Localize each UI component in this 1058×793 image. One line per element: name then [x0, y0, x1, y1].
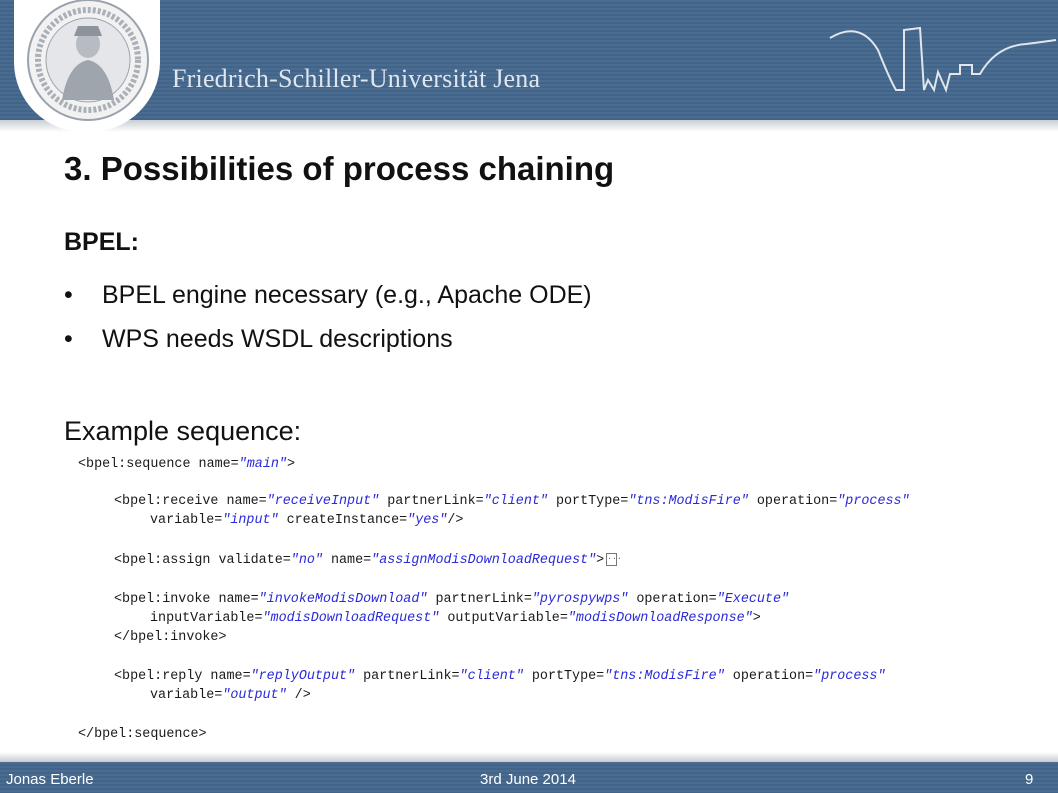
- jena-skyline-icon: [829, 26, 1057, 94]
- code-token: <bpel:invoke name=: [114, 592, 259, 607]
- code-attribute-value: "assignModisDownloadRequest": [371, 553, 597, 569]
- code-token: />: [286, 688, 311, 703]
- code-attribute-value: "replyOutput": [250, 669, 356, 684]
- footer-page-number: 9: [1025, 771, 1034, 788]
- code-token: portType=: [547, 494, 629, 509]
- code-token: portType=: [523, 669, 605, 684]
- bpel-subheading: BPEL:: [64, 228, 139, 256]
- code-token: >: [286, 457, 295, 472]
- code-attribute-value: "input": [222, 513, 279, 528]
- code-token: partnerLink=: [427, 592, 532, 607]
- code-attribute-value: "no": [290, 553, 323, 569]
- footer-date: 3rd June 2014: [480, 771, 576, 788]
- code-token: variable=: [150, 688, 223, 703]
- university-seal-icon: [27, 0, 149, 121]
- code-attribute-value: "tns:ModisFire": [628, 494, 749, 509]
- code-token: name=: [322, 553, 372, 569]
- code-token: inputVariable=: [150, 611, 263, 626]
- code-token: operation=: [628, 592, 717, 607]
- code-attribute-value: "modisDownloadRequest": [262, 611, 440, 626]
- code-attribute-value: "invokeModisDownload": [258, 592, 428, 607]
- code-line: <bpel:receive name="receiveInput" partne…: [114, 494, 910, 509]
- bullet-text: BPEL engine necessary (e.g., Apache ODE): [102, 281, 592, 309]
- footer-shadow: [0, 752, 1058, 762]
- code-token: partnerLink=: [355, 669, 460, 684]
- code-snippet: <bpel:sequence name="main"><bpel:receive…: [62, 449, 1034, 749]
- code-attribute-value: "tns:ModisFire": [604, 669, 725, 684]
- code-line: <bpel:reply name="replyOutput" partnerLi…: [114, 669, 885, 684]
- code-attribute-value: "yes": [407, 513, 448, 528]
- code-line: <bpel:sequence name="main">: [78, 457, 295, 472]
- bullet-symbol: •: [64, 325, 73, 353]
- fold-marker[interactable]: ...: [606, 553, 622, 566]
- code-attribute-value: "output": [222, 688, 287, 703]
- code-token: </bpel:sequence>: [78, 727, 207, 742]
- code-attribute-value: "client": [459, 669, 524, 684]
- code-token: />: [447, 513, 464, 528]
- code-attribute-value: "pyrospywps": [531, 592, 629, 607]
- code-line: inputVariable="modisDownloadRequest" out…: [150, 611, 761, 626]
- code-line: <bpel:assign validate="no" name="assignM…: [114, 553, 622, 569]
- code-attribute-value: "process": [813, 669, 886, 684]
- code-token: partnerLink=: [379, 494, 484, 509]
- code-token: >: [752, 611, 761, 626]
- code-line: variable="output" />: [150, 688, 311, 703]
- header-shadow: [0, 120, 1058, 132]
- bullet-item: • WPS needs WSDL descriptions: [64, 325, 453, 354]
- code-attribute-value: "receiveInput": [266, 494, 380, 509]
- code-token: </bpel:invoke>: [114, 630, 227, 645]
- code-line: </bpel:invoke>: [114, 630, 227, 645]
- code-attribute-value: "main": [238, 457, 287, 472]
- footer-author: Jonas Eberle: [6, 771, 94, 788]
- footer-band: [0, 762, 1058, 793]
- code-token: <bpel:assign validate=: [114, 553, 291, 569]
- code-attribute-value: "modisDownloadResponse": [567, 611, 753, 626]
- code-attribute-value: "process": [837, 494, 910, 509]
- code-token: createInstance=: [278, 513, 408, 528]
- code-line: </bpel:sequence>: [78, 727, 207, 742]
- bullet-item: • BPEL engine necessary (e.g., Apache ODE…: [64, 281, 592, 310]
- code-line: <bpel:invoke name="invokeModisDownload" …: [114, 592, 789, 607]
- code-token: <bpel:sequence name=: [78, 457, 239, 472]
- bullet-text: WPS needs WSDL descriptions: [102, 325, 453, 353]
- code-token: operation=: [724, 669, 814, 684]
- code-token: operation=: [748, 494, 838, 509]
- code-attribute-value: "client": [483, 494, 548, 509]
- code-token: >: [596, 553, 605, 569]
- example-label: Example sequence:: [64, 416, 302, 446]
- code-token: <bpel:reply name=: [114, 669, 251, 684]
- code-token: <bpel:receive name=: [114, 494, 267, 509]
- seal-container: [14, 0, 160, 132]
- slide-title: 3. Possibilities of process chaining: [64, 150, 615, 187]
- code-line: variable="input" createInstance="yes"/>: [150, 513, 463, 528]
- code-token: outputVariable=: [439, 611, 568, 626]
- university-name: Friedrich-Schiller-Universität Jena: [172, 64, 541, 93]
- bullet-symbol: •: [64, 281, 73, 309]
- code-token: variable=: [150, 513, 223, 528]
- code-attribute-value: "Execute": [716, 592, 790, 607]
